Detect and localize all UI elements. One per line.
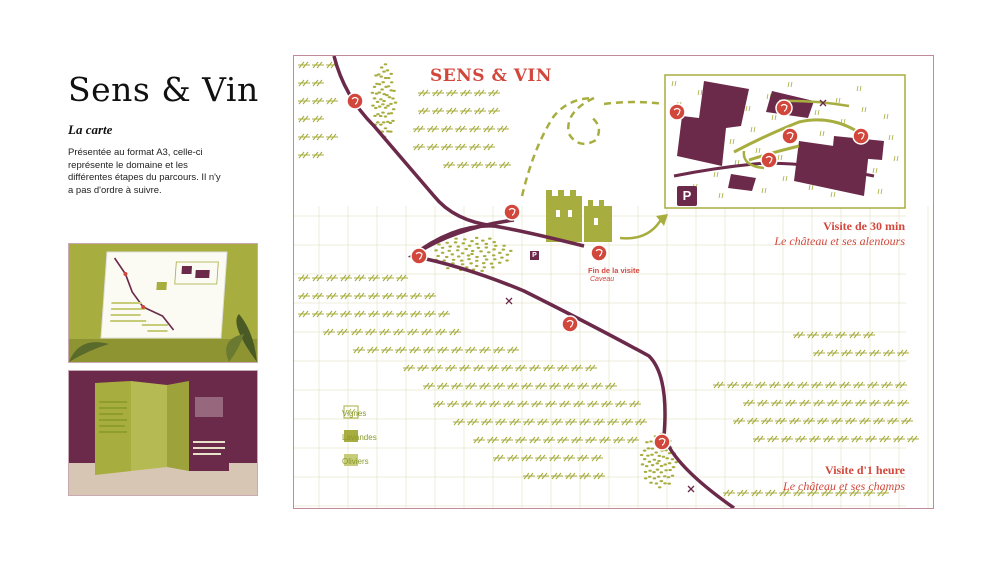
visit-1h-title: Visite d'1 heure <box>825 463 905 477</box>
legend-olives: Oliviers <box>342 457 369 466</box>
brochure-illustration <box>69 381 257 495</box>
legend-lavender: Lavandes <box>342 433 377 442</box>
estate-map[interactable]: SENS & VIN P P Fin de la visite Caveau V… <box>293 55 934 509</box>
end-of-visit-subtitle: Caveau <box>590 276 615 283</box>
brochure-photo[interactable] <box>68 370 258 496</box>
map-poster-illustration <box>69 251 257 362</box>
map-canvas <box>294 56 929 508</box>
page-title: Sens & Vin <box>68 70 259 109</box>
page-description: Présentée au format A3, celle-ci représe… <box>68 147 221 196</box>
end-of-visit-title: Fin de la visite <box>588 266 640 275</box>
legend-icons <box>343 405 359 466</box>
legend-vines: Vignes <box>342 409 367 418</box>
parking-icon: P <box>677 186 697 206</box>
page-subtitle: La carte <box>68 122 113 137</box>
castle-illustration <box>546 190 612 242</box>
map-title: SENS & VIN <box>430 66 552 86</box>
visit-30-title: Visite de 30 min <box>823 219 905 233</box>
map-poster-photo[interactable] <box>68 243 258 363</box>
parking-small-icon: P <box>530 251 539 260</box>
visit-30-subtitle: Le château et ses alentours <box>774 234 905 248</box>
visit-1h-subtitle: Le château et ses champs <box>783 479 905 493</box>
